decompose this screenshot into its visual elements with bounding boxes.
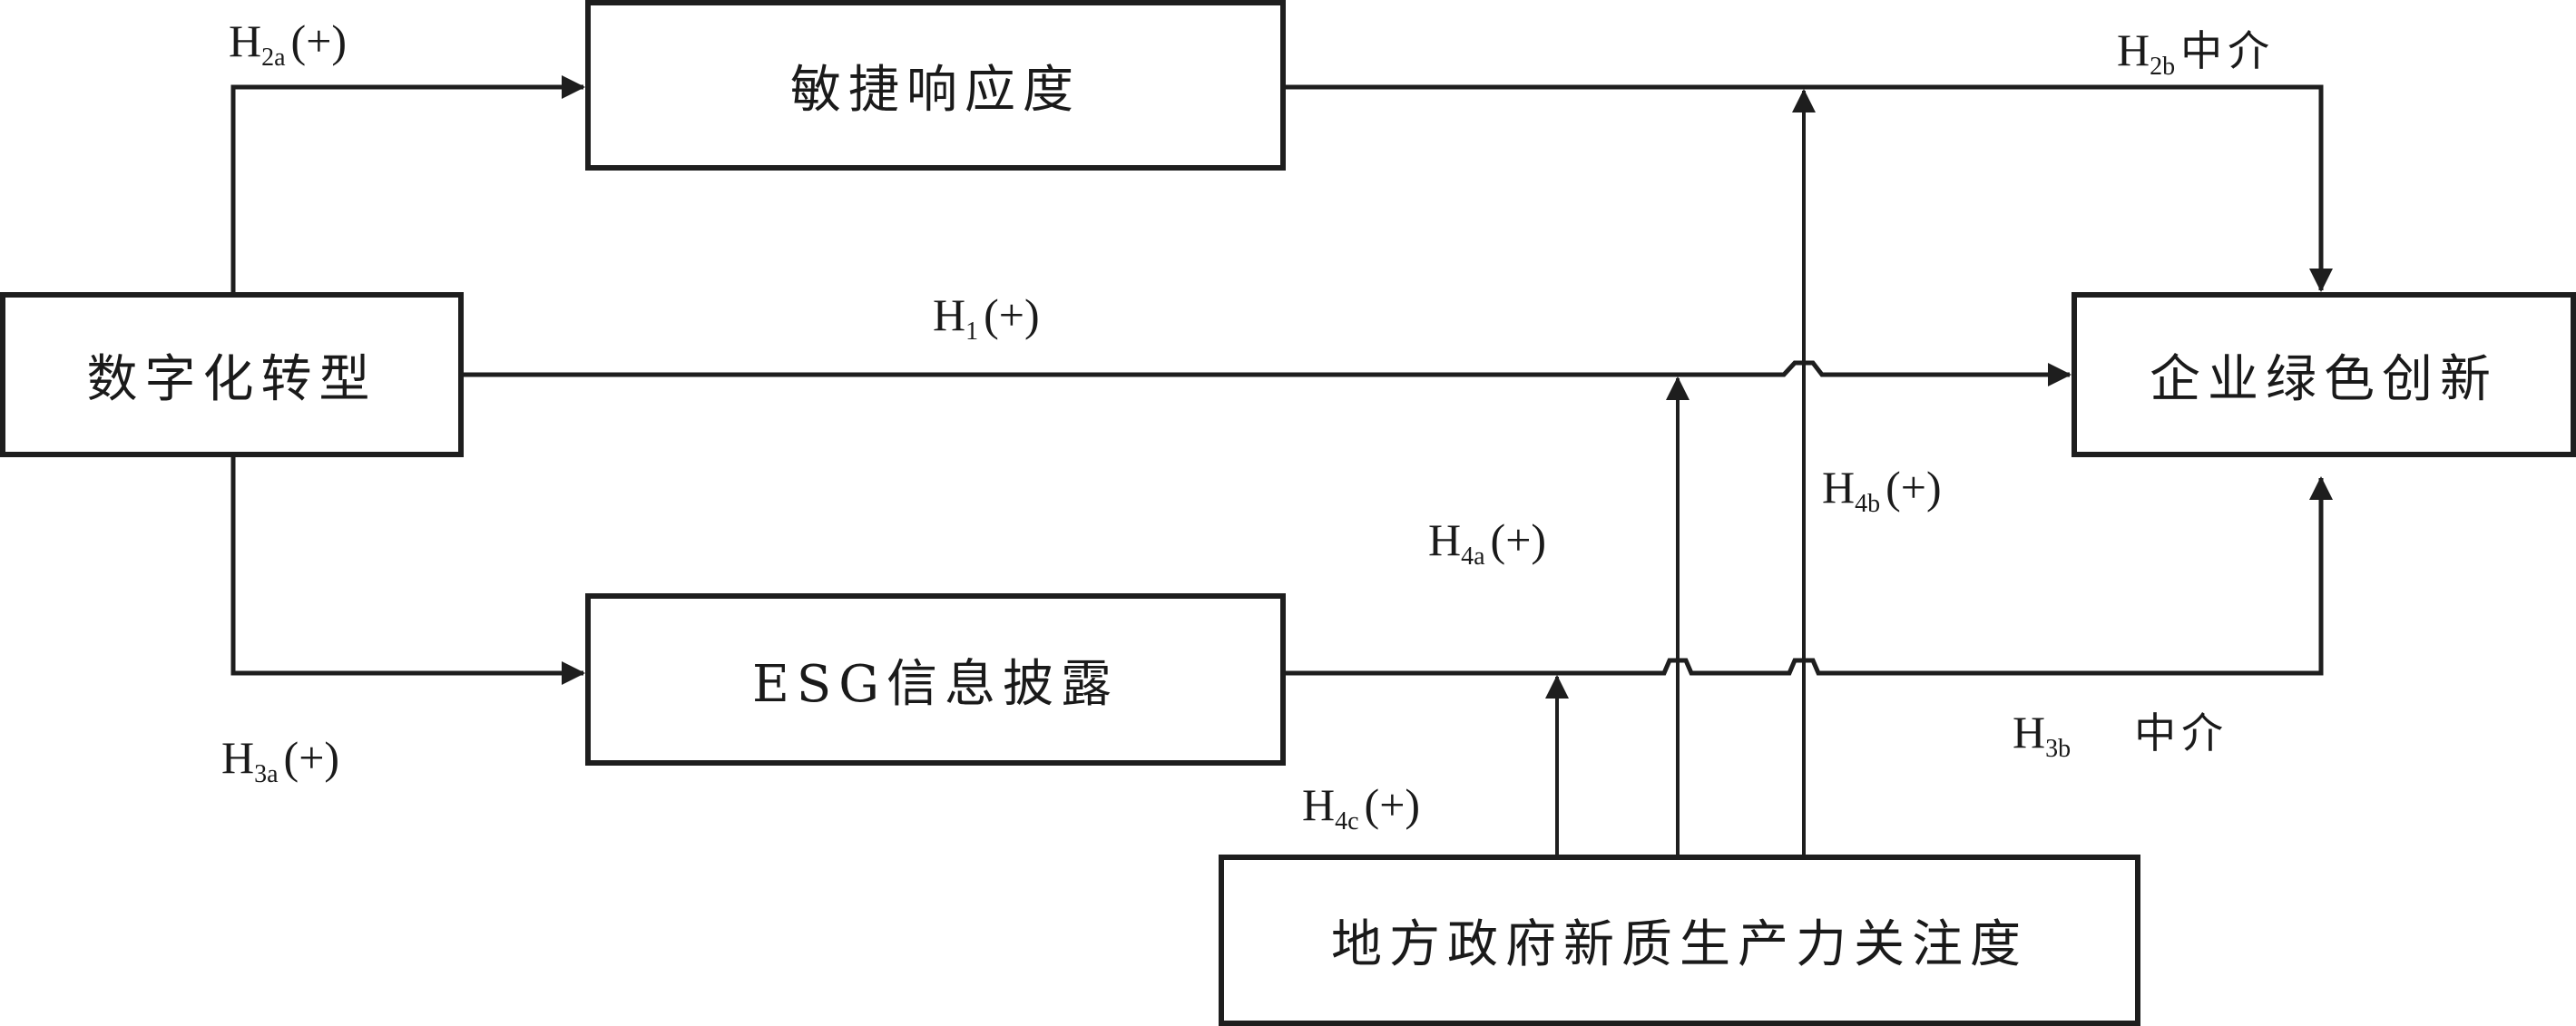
- arrow-h3a: [230, 455, 585, 685]
- node-gov-attention: 地方政府新质生产力关注度: [1219, 855, 2140, 1026]
- node-label: 地方政府新质生产力关注度: [1331, 915, 2028, 974]
- node-green-innovation: 企业绿色创新: [2072, 292, 2576, 457]
- node-label: 敏捷响应度: [790, 60, 1081, 120]
- label-h3a: H3a(+): [221, 732, 340, 788]
- arrow-h2b: [1285, 84, 2333, 292]
- label-h4c: H4c(+): [1302, 779, 1421, 835]
- arrow-h1: [462, 360, 2072, 386]
- node-label: ESG信息披露: [752, 654, 1119, 714]
- label-h1: H1(+): [933, 289, 1040, 346]
- label-h4a: H4a(+): [1428, 514, 1547, 571]
- label-h4b: H4b(+): [1822, 462, 1942, 518]
- node-esg-disclosure: ESG信息披露: [585, 593, 1286, 766]
- node-digital-transformation: 数字化转型: [0, 292, 464, 457]
- node-agile-responsiveness: 敏捷响应度: [585, 0, 1286, 171]
- node-label: 数字化转型: [86, 349, 377, 409]
- node-label: 企业绿色创新: [2150, 349, 2498, 409]
- arrow-h3b: [1285, 476, 2333, 676]
- label-h2a: H2a(+): [229, 15, 348, 72]
- arrow-h2a: [230, 75, 585, 292]
